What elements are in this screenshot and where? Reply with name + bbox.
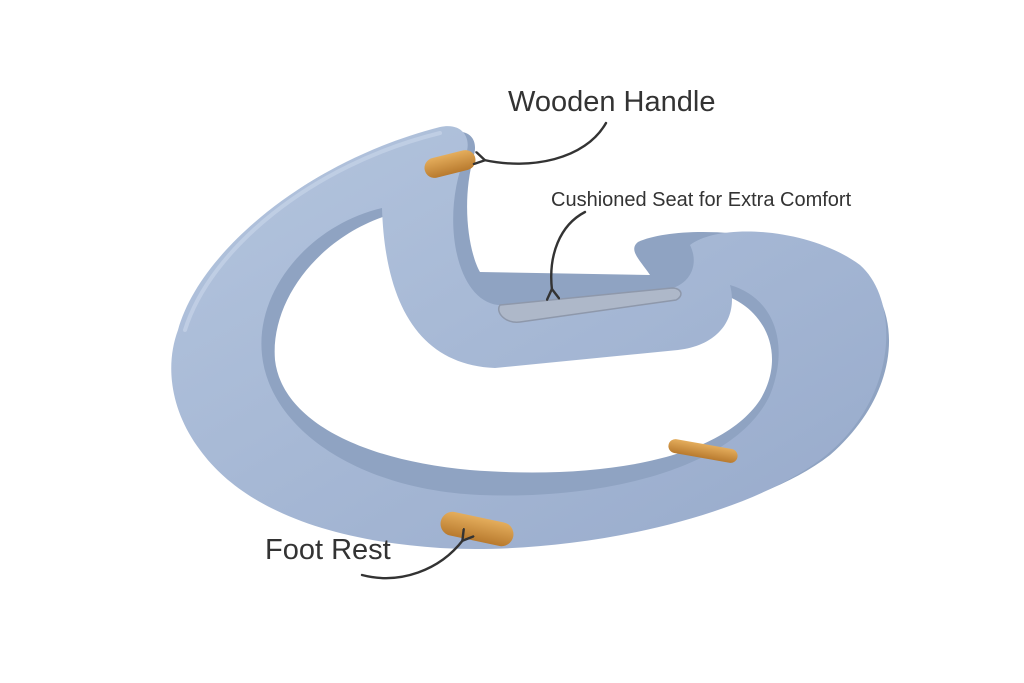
cushioned-seat-label: Cushioned Seat for Extra Comfort: [551, 189, 852, 211]
wooden-handle-peg: [424, 150, 476, 178]
foot-rest-label: Foot Rest: [265, 534, 391, 566]
handle-arrow-icon: [484, 121, 608, 164]
seat-cushion: [498, 287, 682, 323]
foot-rest-peg: [440, 511, 514, 547]
rocker-edge-highlight: [183, 131, 442, 332]
seat-arrow-icon: [551, 210, 587, 290]
foot-arrow-icon: [360, 540, 463, 580]
rear-foot-peg: [668, 439, 738, 463]
wooden-handle-label: Wooden Handle: [508, 86, 716, 118]
rocker-front-frame: [171, 126, 887, 549]
